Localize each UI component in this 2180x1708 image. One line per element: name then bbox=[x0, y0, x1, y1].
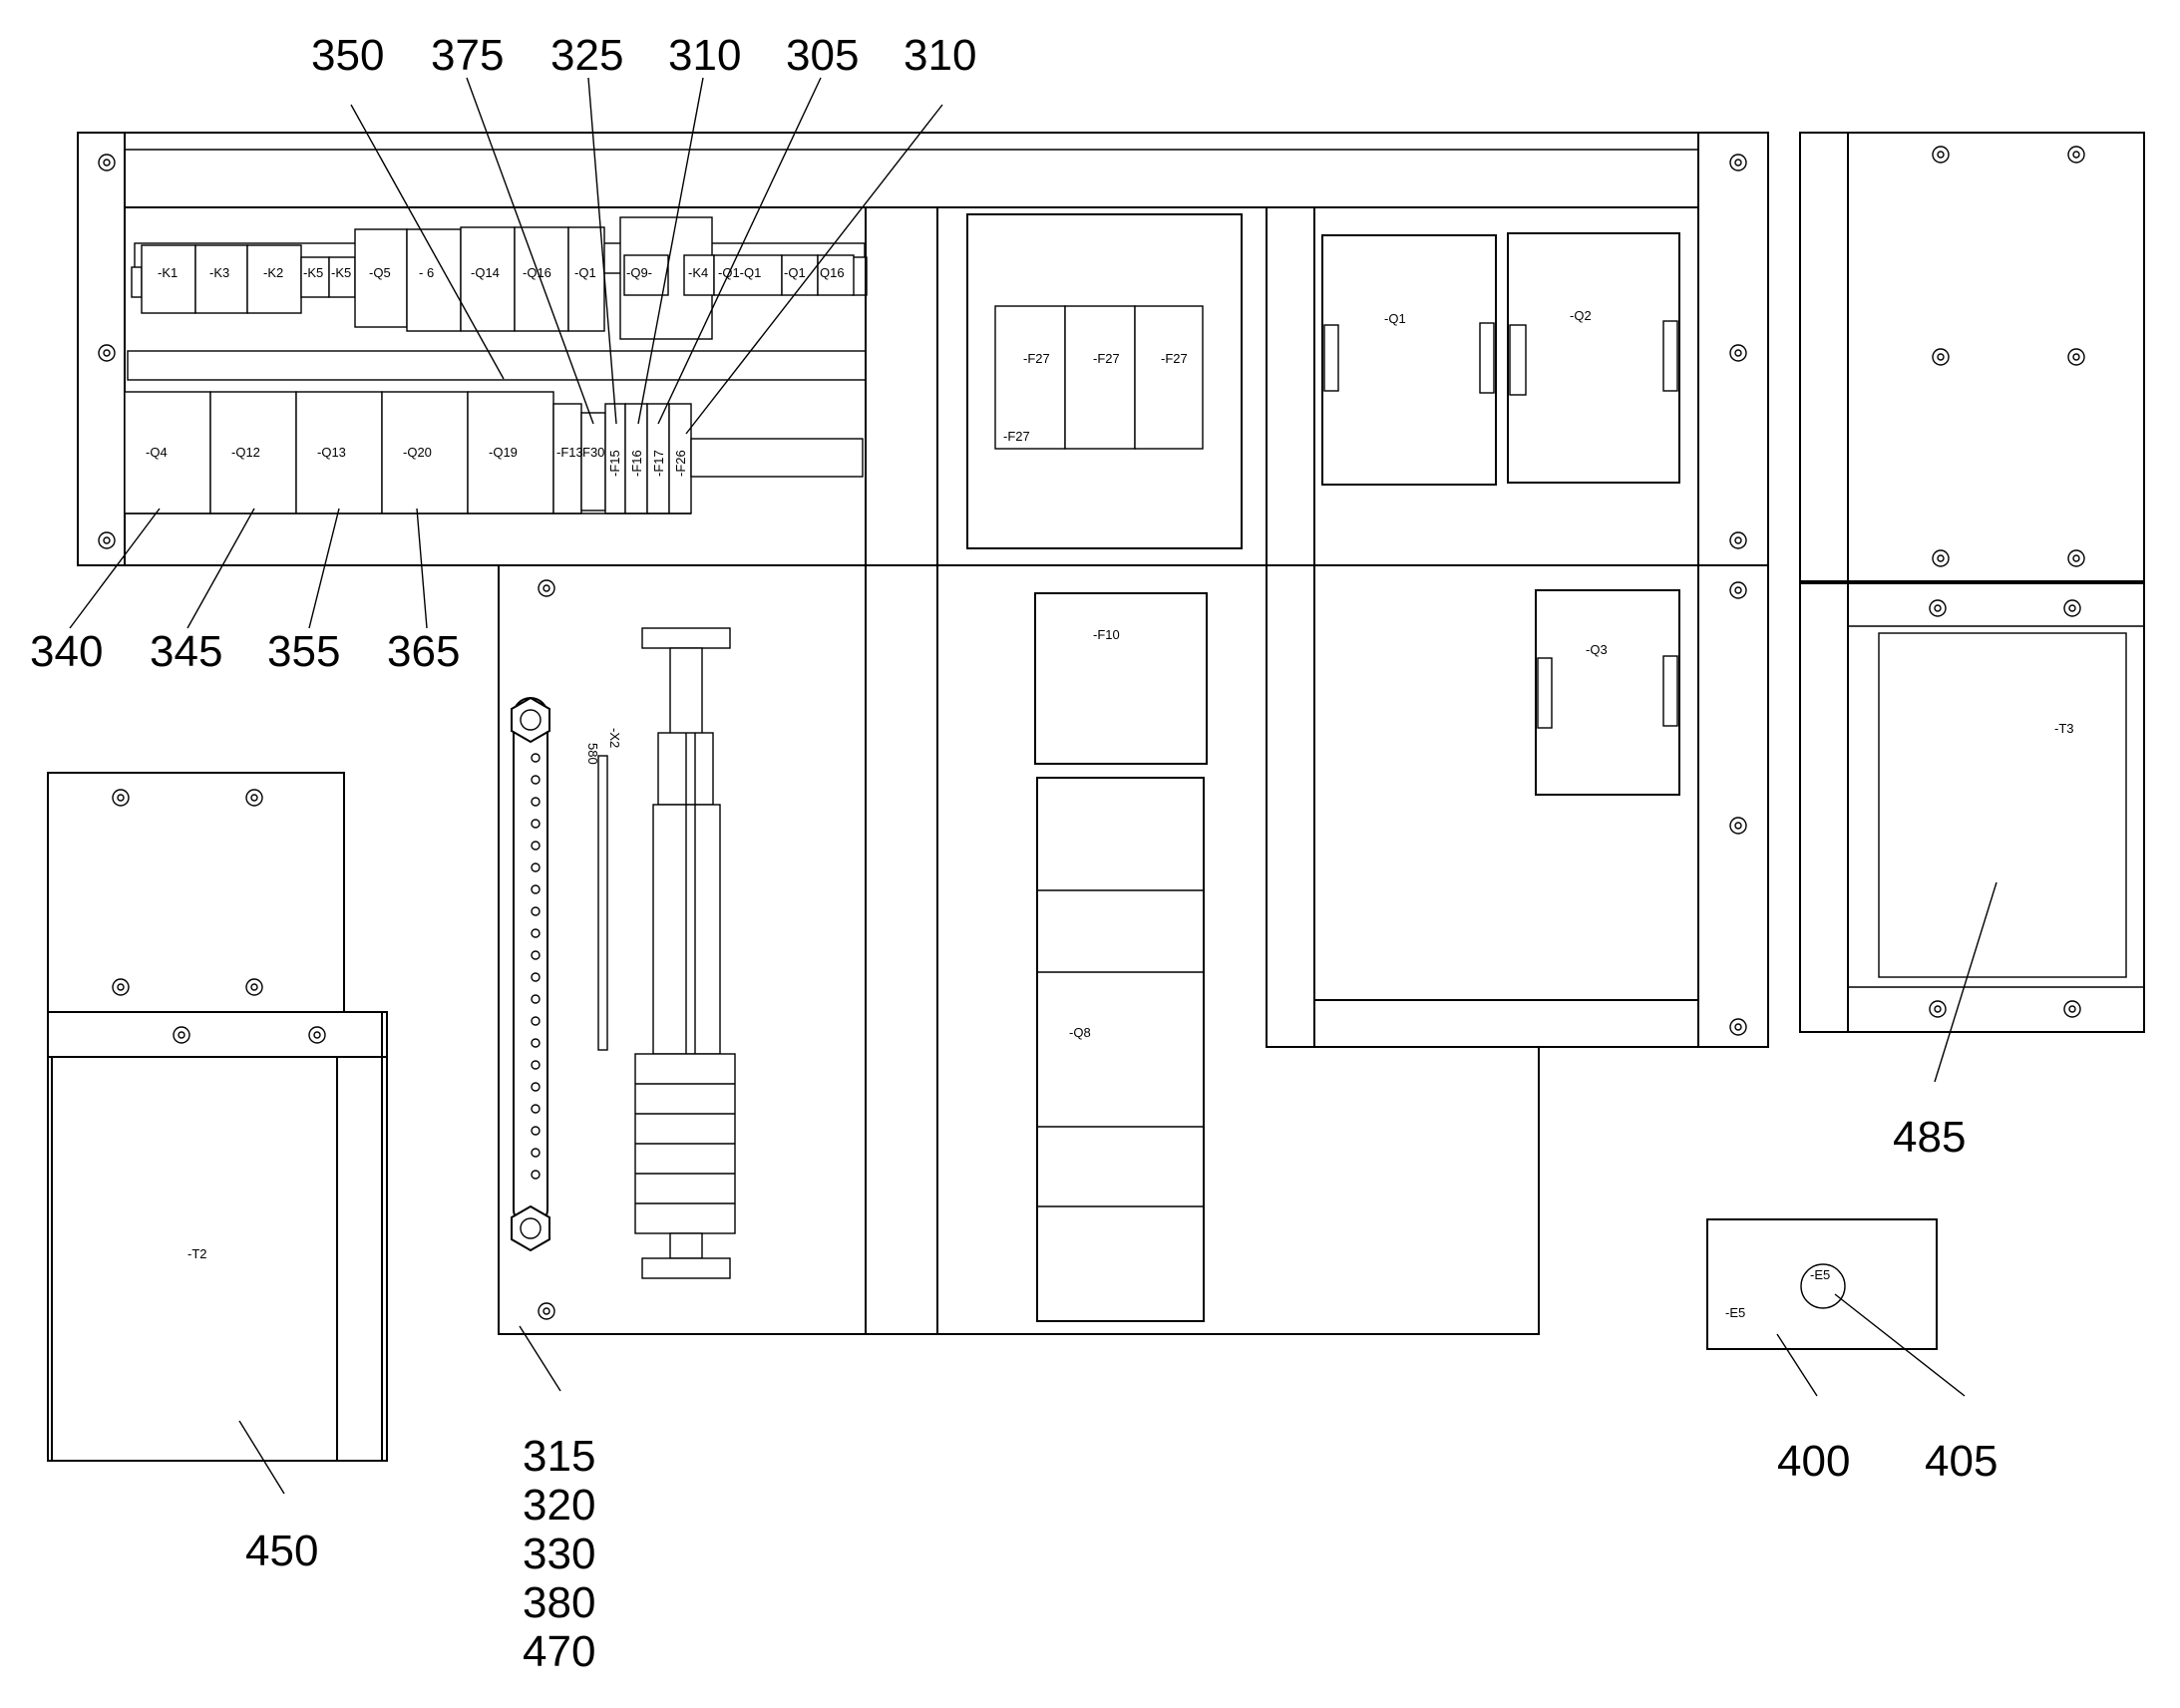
ground-bar: 580 -X2 bbox=[511, 696, 622, 1252]
ref-405: 405 bbox=[1925, 1437, 1998, 1486]
right-upper-cover bbox=[1799, 132, 2145, 582]
label-q12: -Q12 bbox=[231, 445, 260, 460]
ref-310-left: 310 bbox=[668, 31, 741, 80]
upper-component-row: -K1 -K3 -K2 -K5 -K5 -Q5 - 6 -Q14 -Q16 -Q… bbox=[141, 216, 855, 340]
label-q8: -Q8 bbox=[1069, 1025, 1091, 1040]
label-f10: -F10 bbox=[1093, 627, 1120, 642]
transformer-t3: -T3 bbox=[1799, 582, 2145, 1033]
ref-320: 320 bbox=[523, 1481, 595, 1530]
label-f16: -F16 bbox=[629, 450, 644, 477]
label-f17: -F17 bbox=[651, 450, 666, 477]
ground-bar-holes bbox=[531, 753, 541, 1180]
label-q1top: -Q1 bbox=[574, 265, 596, 280]
ref-305: 305 bbox=[786, 31, 859, 80]
label-q20: -Q20 bbox=[403, 445, 432, 460]
f10-q8-column: -F10 -Q8 bbox=[1034, 592, 1208, 1322]
ref-315: 315 bbox=[523, 1432, 595, 1481]
heater-e5: -E5 -E5 bbox=[1706, 1218, 1938, 1350]
transformer-t2: -T2 bbox=[47, 772, 388, 1462]
terminal-block-x2 bbox=[634, 627, 736, 1279]
ref-485: 485 bbox=[1893, 1113, 1966, 1162]
label-q9: -Q9- bbox=[626, 265, 652, 280]
label-e5-circle: -E5 bbox=[1810, 1267, 1830, 1282]
ref-340: 340 bbox=[30, 627, 103, 676]
leader-lines bbox=[69, 77, 1998, 1495]
label-f27c: -F27 bbox=[1161, 351, 1188, 366]
f27-enclosure: -F27 -F27 -F27 -F27 bbox=[966, 213, 1243, 549]
label-k4: -K4 bbox=[688, 265, 708, 280]
label-k1: -K1 bbox=[158, 265, 178, 280]
label-q16a: -Q16 bbox=[523, 265, 551, 280]
ref-375: 375 bbox=[431, 31, 504, 80]
ref-470: 470 bbox=[523, 1627, 595, 1676]
main-breakers: -Q1 -Q2 bbox=[1321, 232, 1680, 486]
ref-310-right: 310 bbox=[904, 31, 976, 80]
label-e5: -E5 bbox=[1725, 1305, 1745, 1320]
lower-mounting-plate bbox=[498, 565, 1540, 1335]
label-q3: -Q3 bbox=[1586, 642, 1608, 657]
ref-350: 350 bbox=[311, 31, 384, 80]
ref-325: 325 bbox=[550, 31, 623, 80]
label-f30: F30 bbox=[582, 445, 604, 460]
ref-450: 450 bbox=[245, 1527, 318, 1575]
label-f13: -F13 bbox=[556, 445, 583, 460]
reference-numerals: 350 375 325 310 305 310 340 345 355 365 … bbox=[30, 31, 1998, 1676]
label-q6: - 6 bbox=[419, 265, 434, 280]
label-k2: -K2 bbox=[263, 265, 283, 280]
label-q1b: -Q1 bbox=[784, 265, 806, 280]
ref-365: 365 bbox=[387, 627, 460, 676]
label-q11: -Q1-Q1 bbox=[718, 265, 761, 280]
ref-330: 330 bbox=[523, 1530, 595, 1578]
label-k3: -K3 bbox=[209, 265, 229, 280]
label-q19: -Q19 bbox=[489, 445, 518, 460]
label-580: 580 bbox=[585, 743, 600, 765]
label-q5: -Q5 bbox=[369, 265, 391, 280]
label-q16b: Q16 bbox=[820, 265, 845, 280]
label-f15: -F15 bbox=[607, 450, 622, 477]
label-k5a: -K5 bbox=[303, 265, 323, 280]
label-q4: -Q4 bbox=[146, 445, 168, 460]
label-k5b: -K5 bbox=[331, 265, 351, 280]
ref-355: 355 bbox=[267, 627, 340, 676]
label-f27a: -F27 bbox=[1023, 351, 1050, 366]
label-q13: -Q13 bbox=[317, 445, 346, 460]
label-t2: -T2 bbox=[187, 1246, 207, 1261]
label-q14: -Q14 bbox=[471, 265, 500, 280]
label-f27d: -F27 bbox=[1003, 429, 1030, 444]
label-f26: -F26 bbox=[673, 450, 688, 477]
label-q1: -Q1 bbox=[1384, 311, 1406, 326]
ref-345: 345 bbox=[150, 627, 222, 676]
mounting-holes bbox=[98, 154, 1747, 549]
label-x2: -X2 bbox=[607, 728, 622, 748]
label-t3: -T3 bbox=[2054, 721, 2074, 736]
q3-subpanel: -Q3 bbox=[1266, 564, 1769, 1048]
ref-380: 380 bbox=[523, 1578, 595, 1627]
label-f27b: -F27 bbox=[1093, 351, 1120, 366]
ref-400: 400 bbox=[1777, 1437, 1850, 1486]
label-q2: -Q2 bbox=[1570, 308, 1592, 323]
lower-component-row: -Q4 -Q12 -Q13 -Q20 -Q19 -F13 F30 -F15 -F… bbox=[124, 391, 864, 514]
